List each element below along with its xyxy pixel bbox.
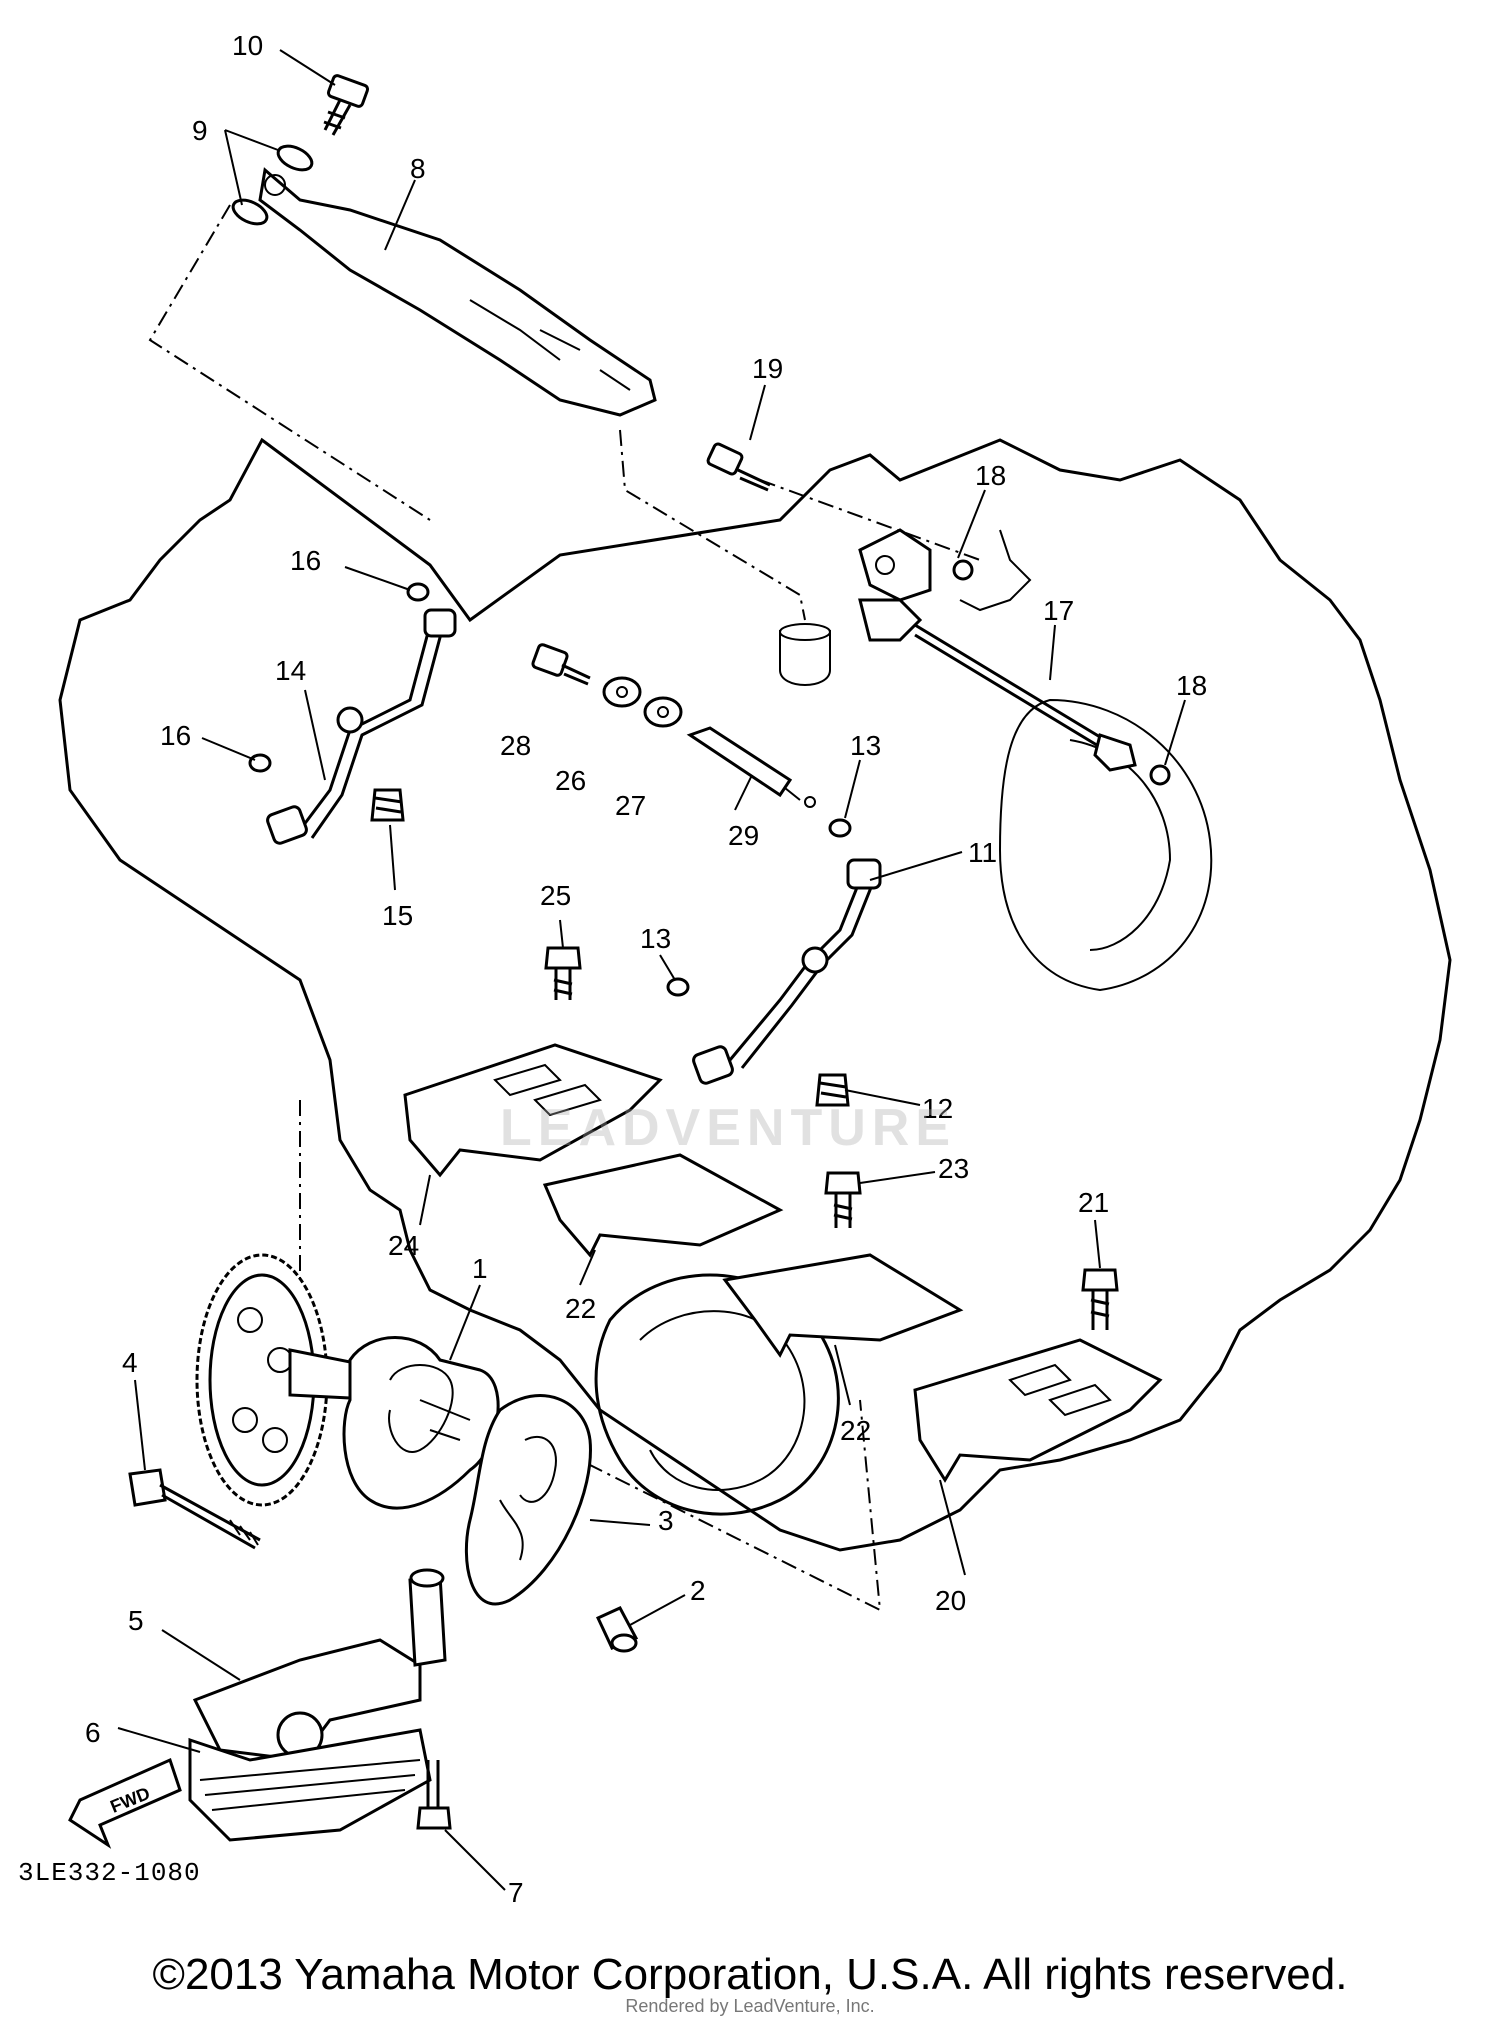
part-13-plugs <box>666 818 852 997</box>
copyright-notice: ©2013 Yamaha Motor Corporation, U.S.A. A… <box>152 1950 1348 1999</box>
part-17-shaft <box>858 528 1137 772</box>
callout-12: 12 <box>922 1093 953 1124</box>
callout-leaders <box>117 49 1186 1891</box>
watermark: LEADVENTURE <box>500 1099 957 1157</box>
callout-20: 20 <box>935 1585 966 1616</box>
part-16-plugs <box>248 582 430 773</box>
callout-16a: 16 <box>290 545 321 576</box>
part-25-bolt <box>544 946 582 1000</box>
callout-15: 15 <box>382 900 413 931</box>
part-9-washers <box>224 129 314 226</box>
part-6-gasket <box>188 1728 432 1842</box>
part-29-pin <box>686 726 816 808</box>
part-22-plate-lower <box>722 1253 964 1358</box>
part-3-cover <box>464 1394 592 1606</box>
callout-24: 24 <box>388 1230 419 1261</box>
callout-13b: 13 <box>640 923 671 954</box>
part-8-bracket <box>258 167 657 417</box>
part-1-oil-pump <box>195 1253 500 1510</box>
callout-16b: 16 <box>160 720 191 751</box>
callout-13a: 13 <box>850 730 881 761</box>
part-23-bolt <box>824 1171 862 1228</box>
callout-18b: 18 <box>1176 670 1207 701</box>
callout-29: 29 <box>728 820 759 851</box>
callout-8: 8 <box>410 153 426 184</box>
callout-25: 25 <box>540 880 571 911</box>
callout-3: 3 <box>658 1505 674 1536</box>
part-19-bolt <box>706 442 771 492</box>
callout-22b: 22 <box>840 1415 871 1446</box>
part-27-washer <box>643 696 683 728</box>
part-20-plate <box>913 1338 1163 1483</box>
callout-1: 1 <box>472 1253 488 1284</box>
callout-5: 5 <box>128 1605 144 1636</box>
callout-14: 14 <box>275 655 306 686</box>
callout-10: 10 <box>232 30 263 61</box>
callout-19: 19 <box>752 353 783 384</box>
callout-2: 2 <box>690 1575 706 1606</box>
callout-28: 28 <box>500 730 531 761</box>
fwd-arrow-icon: FWD <box>68 1757 182 1849</box>
callout-4: 4 <box>122 1347 138 1378</box>
part-21-bolt <box>1081 1268 1119 1330</box>
part-28-bolt <box>531 643 591 686</box>
part-24-plate <box>403 1043 663 1178</box>
callout-9: 9 <box>192 115 208 146</box>
callout-numbers: 10 9 8 19 18 17 18 16 16 14 15 28 26 27 … <box>85 30 1207 1908</box>
diagram-reference-code: 3LE332-1080 <box>18 1858 201 1888</box>
rendered-by-notice: Rendered by LeadVenture, Inc. <box>625 1996 875 2016</box>
part-18-o-rings <box>952 559 1171 786</box>
part-11-pipe <box>692 858 882 1085</box>
callout-6: 6 <box>85 1717 101 1748</box>
part-5-strainer <box>192 1568 447 1762</box>
part-12-bolt <box>815 1073 850 1107</box>
callout-7: 7 <box>508 1877 524 1908</box>
part-14-pipe <box>266 608 457 845</box>
part-2-dowel <box>596 1606 639 1653</box>
callout-26: 26 <box>555 765 586 796</box>
callout-27: 27 <box>615 790 646 821</box>
callout-11: 11 <box>968 837 997 868</box>
part-7-bolt <box>416 1760 452 1830</box>
part-4-bolt <box>128 1468 261 1550</box>
part-26-washer <box>602 676 642 708</box>
part-15-bolt <box>370 788 405 822</box>
part-22-plate-upper <box>542 1153 784 1258</box>
callout-22a: 22 <box>565 1293 596 1324</box>
callout-17: 17 <box>1043 595 1074 626</box>
callout-21: 21 <box>1078 1187 1109 1218</box>
part-10-bolt <box>323 74 370 136</box>
callout-18a: 18 <box>975 460 1006 491</box>
callout-23: 23 <box>938 1153 969 1184</box>
